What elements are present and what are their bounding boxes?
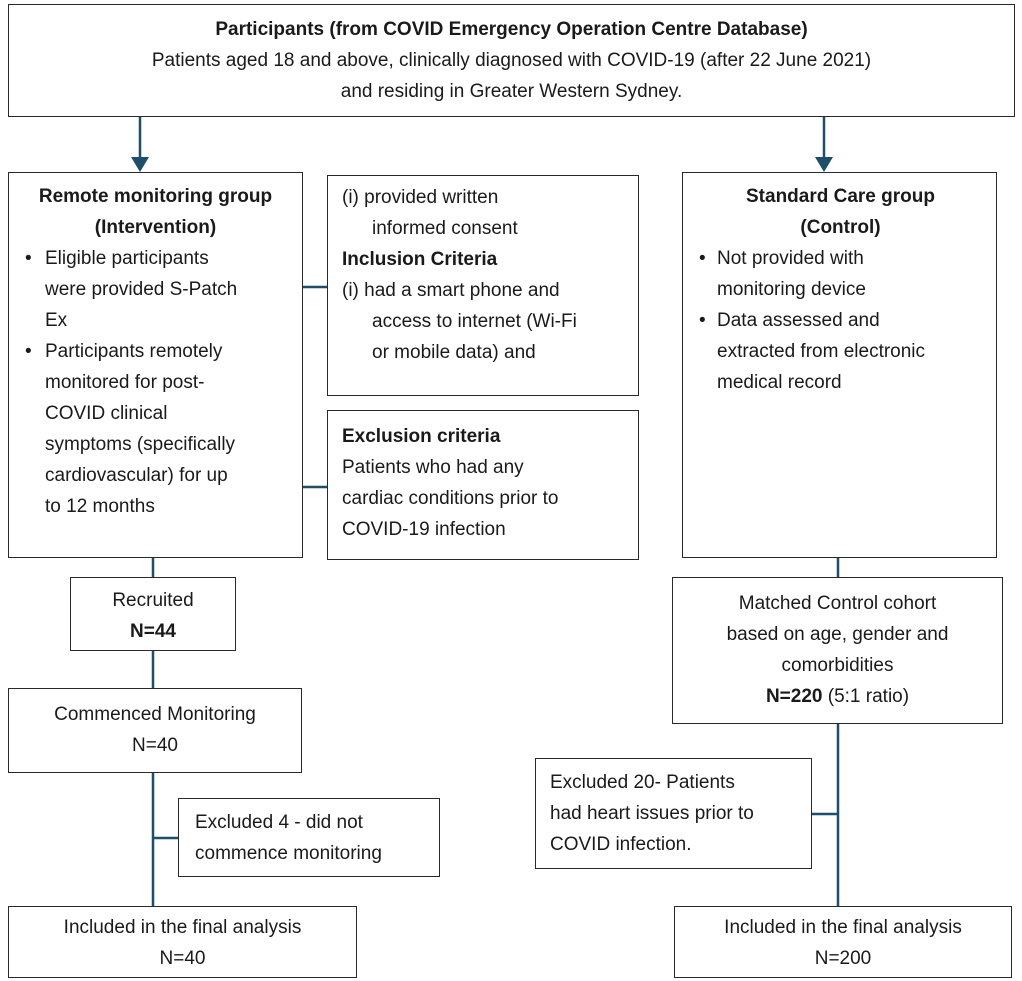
excluded-right-l3: COVID infection. bbox=[550, 834, 692, 855]
commenced-n: N=40 bbox=[132, 735, 178, 756]
recruited-box: Recruited N=44 bbox=[70, 577, 236, 651]
participants-box: Participants (from COVID Emergency Opera… bbox=[8, 4, 1015, 117]
bullet-text: COVID clinical bbox=[45, 403, 168, 424]
participants-line2: and residing in Greater Western Sydney. bbox=[340, 81, 683, 102]
matched-l3: comorbidities bbox=[781, 655, 894, 676]
excluded-left-l1: Excluded 4 - did not bbox=[195, 812, 363, 833]
participants-title: Participants (from COVID Emergency Opera… bbox=[215, 19, 808, 40]
bullet-text: monitored for post- bbox=[45, 372, 205, 393]
final-right-box: Included in the final analysis N=200 bbox=[674, 906, 1012, 978]
bullet-text: medical record bbox=[717, 372, 842, 393]
exclusion-l2: cardiac conditions prior to bbox=[342, 488, 559, 509]
arrowhead-to-control bbox=[815, 157, 833, 172]
matched-ratio: (5:1 ratio) bbox=[822, 686, 910, 707]
control-box: Standard Care group (Control) • Not prov… bbox=[682, 172, 997, 558]
inclusion-title: Inclusion Criteria bbox=[342, 249, 498, 270]
commenced-box: Commenced Monitoring N=40 bbox=[8, 688, 302, 773]
bullet-text: symptoms (specifically bbox=[45, 434, 236, 455]
final-right-label: Included in the final analysis bbox=[724, 917, 962, 938]
exclusion-title: Exclusion criteria bbox=[342, 426, 501, 447]
bullet-text: were provided S-Patch bbox=[45, 279, 238, 300]
bullet-dot: • bbox=[699, 248, 706, 269]
excluded-left-box: Excluded 4 - did not commence monitoring bbox=[178, 798, 440, 877]
excluded-right-box: Excluded 20- Patients had heart issues p… bbox=[535, 758, 812, 869]
recruited-label: Recruited bbox=[112, 590, 194, 611]
final-left-label: Included in the final analysis bbox=[63, 917, 302, 938]
bullet-dot: • bbox=[699, 310, 706, 331]
excluded-left-l2: commence monitoring bbox=[195, 843, 382, 864]
final-left-n: N=40 bbox=[159, 948, 206, 969]
intervention-bullet: • Eligible participants were provided S-… bbox=[15, 243, 296, 336]
control-title2: (Control) bbox=[800, 217, 881, 238]
excluded-right-l2: had heart issues prior to bbox=[550, 803, 754, 824]
bullet-dot: • bbox=[25, 341, 32, 362]
bullet-text: monitoring device bbox=[717, 279, 866, 300]
bullet-text: Participants remotely bbox=[45, 341, 223, 362]
bullet-text: to 12 months bbox=[45, 496, 155, 517]
inclusion-box: (i) provided written informed consent In… bbox=[327, 175, 639, 396]
bullet-text: Ex bbox=[45, 310, 68, 331]
intervention-bullet: • Participants remotely monitored for po… bbox=[15, 336, 296, 522]
commenced-label: Commenced Monitoring bbox=[54, 704, 256, 725]
matched-l2: based on age, gender and bbox=[726, 624, 949, 645]
final-left-box: Included in the final analysis N=40 bbox=[8, 906, 357, 978]
excluded-right-l1: Excluded 20- Patients bbox=[550, 772, 735, 793]
inclusion-item2-l2: access to internet (Wi-Fi bbox=[372, 311, 577, 332]
exclusion-box: Exclusion criteria Patients who had any … bbox=[327, 410, 639, 560]
control-bullets: • Not provided with monitoring device • … bbox=[693, 243, 988, 398]
inclusion-item2-l1: (i) had a smart phone and bbox=[342, 280, 560, 301]
bullet-text: Data assessed and bbox=[717, 310, 880, 331]
intervention-box: Remote monitoring group (Intervention) •… bbox=[8, 172, 303, 558]
arrowhead-to-intervention bbox=[131, 157, 149, 172]
matched-box: Matched Control cohort based on age, gen… bbox=[672, 577, 1003, 724]
intervention-title1: Remote monitoring group bbox=[38, 186, 273, 207]
exclusion-l3: COVID-19 infection bbox=[342, 519, 506, 540]
bullet-text: Not provided with bbox=[717, 248, 864, 269]
participants-line1: Patients aged 18 and above, clinically d… bbox=[151, 50, 872, 71]
matched-l1: Matched Control cohort bbox=[738, 593, 937, 614]
control-title1: Standard Care group bbox=[746, 186, 935, 207]
intervention-title2: (Intervention) bbox=[94, 217, 217, 238]
matched-n-line: N=220 (5:1 ratio) bbox=[673, 681, 1002, 712]
inclusion-item1-l1: (i) provided written bbox=[342, 187, 499, 208]
bullet-text: cardiovascular) for up bbox=[45, 465, 228, 486]
matched-n: N=220 bbox=[765, 686, 823, 707]
bullet-dot: • bbox=[25, 248, 32, 269]
bullet-text: extracted from electronic bbox=[717, 341, 926, 362]
control-bullet: • Data assessed and extracted from elect… bbox=[693, 305, 988, 398]
control-bullet: • Not provided with monitoring device bbox=[693, 243, 988, 305]
exclusion-l1: Patients who had any bbox=[342, 457, 524, 478]
intervention-bullets: • Eligible participants were provided S-… bbox=[15, 243, 296, 522]
recruited-n: N=44 bbox=[130, 621, 176, 642]
inclusion-item1-l2: informed consent bbox=[372, 218, 518, 239]
inclusion-item2-l3: or mobile data) and bbox=[372, 342, 536, 363]
bullet-text: Eligible participants bbox=[45, 248, 209, 269]
final-right-n: N=200 bbox=[814, 948, 872, 969]
